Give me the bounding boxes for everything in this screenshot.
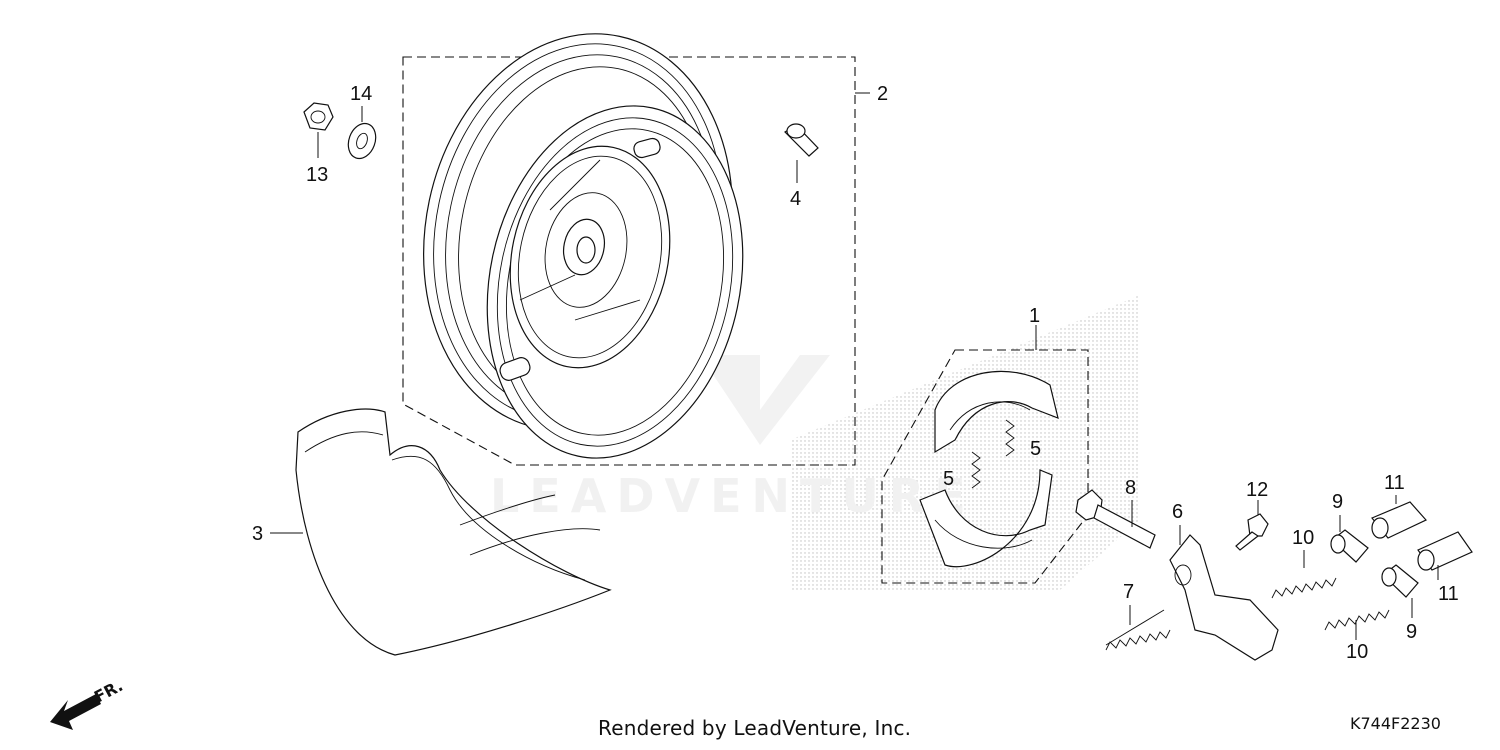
- collar-part-9-upper: [1330, 529, 1369, 563]
- rear-wheel: [423, 33, 744, 459]
- callout-2: 2: [877, 83, 888, 105]
- callout-5a: 5: [1030, 438, 1041, 460]
- watermark-shade: [790, 295, 1140, 590]
- bolt-part-12: [1235, 513, 1269, 551]
- spring-part-7: [1105, 609, 1171, 651]
- callout-10a: 10: [1292, 527, 1314, 549]
- callout-6: 6: [1172, 501, 1183, 523]
- callout-9b: 9: [1406, 621, 1417, 643]
- diagram-code: K744F2230: [1350, 714, 1441, 733]
- nut-part-13: [303, 102, 334, 131]
- brake-shoes: [919, 370, 1059, 568]
- callout-4: 4: [790, 188, 801, 210]
- washer-part-14: [347, 122, 377, 160]
- callout-14: 14: [350, 83, 372, 105]
- front-direction-arrow-icon: FR.: [50, 676, 126, 730]
- brake-spring-part-5: [971, 419, 1015, 489]
- spring-part-10-upper: [1271, 577, 1337, 599]
- callout-13: 13: [306, 164, 328, 186]
- valve-part-4: [784, 123, 819, 157]
- callout-5b: 5: [943, 468, 954, 490]
- callout-12: 12: [1246, 479, 1268, 501]
- render-credit: Rendered by LeadVenture, Inc.: [598, 716, 912, 740]
- callout-7: 7: [1123, 581, 1134, 603]
- cam-shaft-part-8: [1075, 489, 1156, 549]
- callout-11b: 11: [1438, 583, 1459, 605]
- callout-11a: 11: [1384, 472, 1405, 494]
- callout-10b: 10: [1346, 641, 1368, 663]
- brake-shoe-box: [881, 349, 1089, 584]
- mudguard-part-3: [295, 408, 612, 656]
- brake-arm-part-6: [1169, 534, 1279, 661]
- pin-part-11-upper: [1371, 501, 1427, 539]
- wheel-group-box: [402, 56, 856, 466]
- pin-part-11-lower: [1417, 531, 1473, 571]
- callout-3: 3: [252, 523, 263, 545]
- spring-part-10-lower: [1324, 609, 1390, 631]
- collar-part-9-lower: [1381, 564, 1419, 598]
- callout-9a: 9: [1332, 491, 1343, 513]
- watermark-text: LEADVENTURE: [490, 469, 976, 523]
- callout-1: 1: [1029, 305, 1040, 327]
- watermark-logo-icon: [700, 355, 830, 445]
- callout-8: 8: [1125, 477, 1136, 499]
- watermark: LEADVENTURE: [490, 295, 1140, 590]
